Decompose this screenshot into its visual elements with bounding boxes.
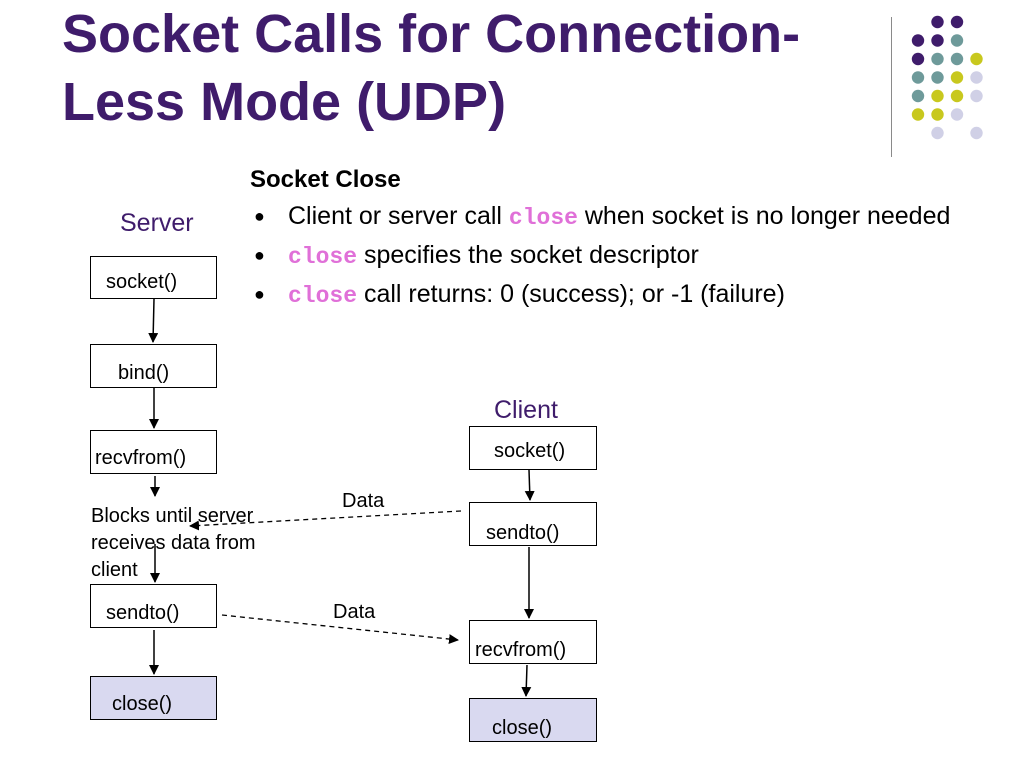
bullet-item: ● Client or server call close when socke… [250,200,990,234]
decorative-dot [931,52,944,66]
section-heading: Socket Close [250,166,401,193]
decorative-dot [931,15,944,29]
decorative-dot [931,71,944,84]
decorative-dot [950,34,964,47]
decorative-dot [950,71,964,84]
code-keyword: close [288,244,358,270]
decorative-dot [950,52,964,66]
code-keyword: close [508,205,578,231]
decorative-dot [950,15,964,29]
client-label: Client [494,396,558,424]
decorative-dot [931,126,944,140]
bullet-text-post: call returns: 0 (success); or -1 (failur… [357,280,785,308]
decorative-dot-grid [911,15,983,140]
decorative-dot [911,71,925,84]
bullet-item: ● close specifies the socket descriptor [250,239,990,273]
arrow-server-socket-to-bind [148,298,159,343]
decorative-dot [970,126,983,140]
server-recvfrom-box: recvfrom() [90,430,217,474]
server-socket-box: socket() [90,256,217,299]
bullet-dot-icon: ● [254,284,265,304]
bullet-text-post: specifies the socket descriptor [357,241,699,269]
server-close-box: close() [90,676,217,720]
server-sendto-box: sendto() [90,584,217,628]
decorative-dot [950,89,964,103]
client-recvfrom-box: recvfrom() [469,620,597,664]
dashed-arrow-data-to-server [189,510,462,531]
arrow-client-socket-to-sendto [524,469,535,501]
client-sendto-box: sendto() [469,502,597,546]
decorative-dot [911,52,925,66]
bullet-list: ● Client or server call close when socke… [250,200,990,317]
decorative-dot [931,89,944,103]
arrow-client-recvfrom-to-close [521,664,532,697]
decorative-dot [911,108,925,121]
message-label-client-to-server: Data [342,490,385,512]
blocking-note: Blocks until server receives data from c… [91,505,256,581]
server-bind-box: bind() [90,344,217,388]
bullet-item: ● close call returns: 0 (success); or -1… [250,278,990,312]
server-label: Server [120,209,194,237]
title-line-1: Socket Calls for Connection- [62,4,801,64]
decorative-dot [931,34,944,47]
decorative-dot [970,52,983,66]
decorative-divider [891,17,892,157]
bullet-text-pre: Client or server call [288,202,509,230]
message-label-server-to-client: Data [333,601,376,623]
slide-title: Socket Calls for Connection- Less Mode (… [62,0,862,136]
decorative-dot [911,89,925,103]
bullet-text-post: when socket is no longer needed [577,202,951,230]
client-socket-box: socket() [469,426,597,470]
dashed-arrow-data-to-client [221,614,459,645]
decorative-dot [911,34,925,47]
decorative-dot [950,108,964,121]
bullet-dot-icon: ● [254,206,265,226]
decorative-dot [970,89,983,103]
title-line-2: Less Mode (UDP) [62,72,507,132]
bullet-dot-icon: ● [254,245,265,265]
decorative-dot [970,71,983,84]
client-close-box: close() [469,698,597,742]
code-keyword: close [288,283,358,309]
decorative-dot [931,108,944,121]
